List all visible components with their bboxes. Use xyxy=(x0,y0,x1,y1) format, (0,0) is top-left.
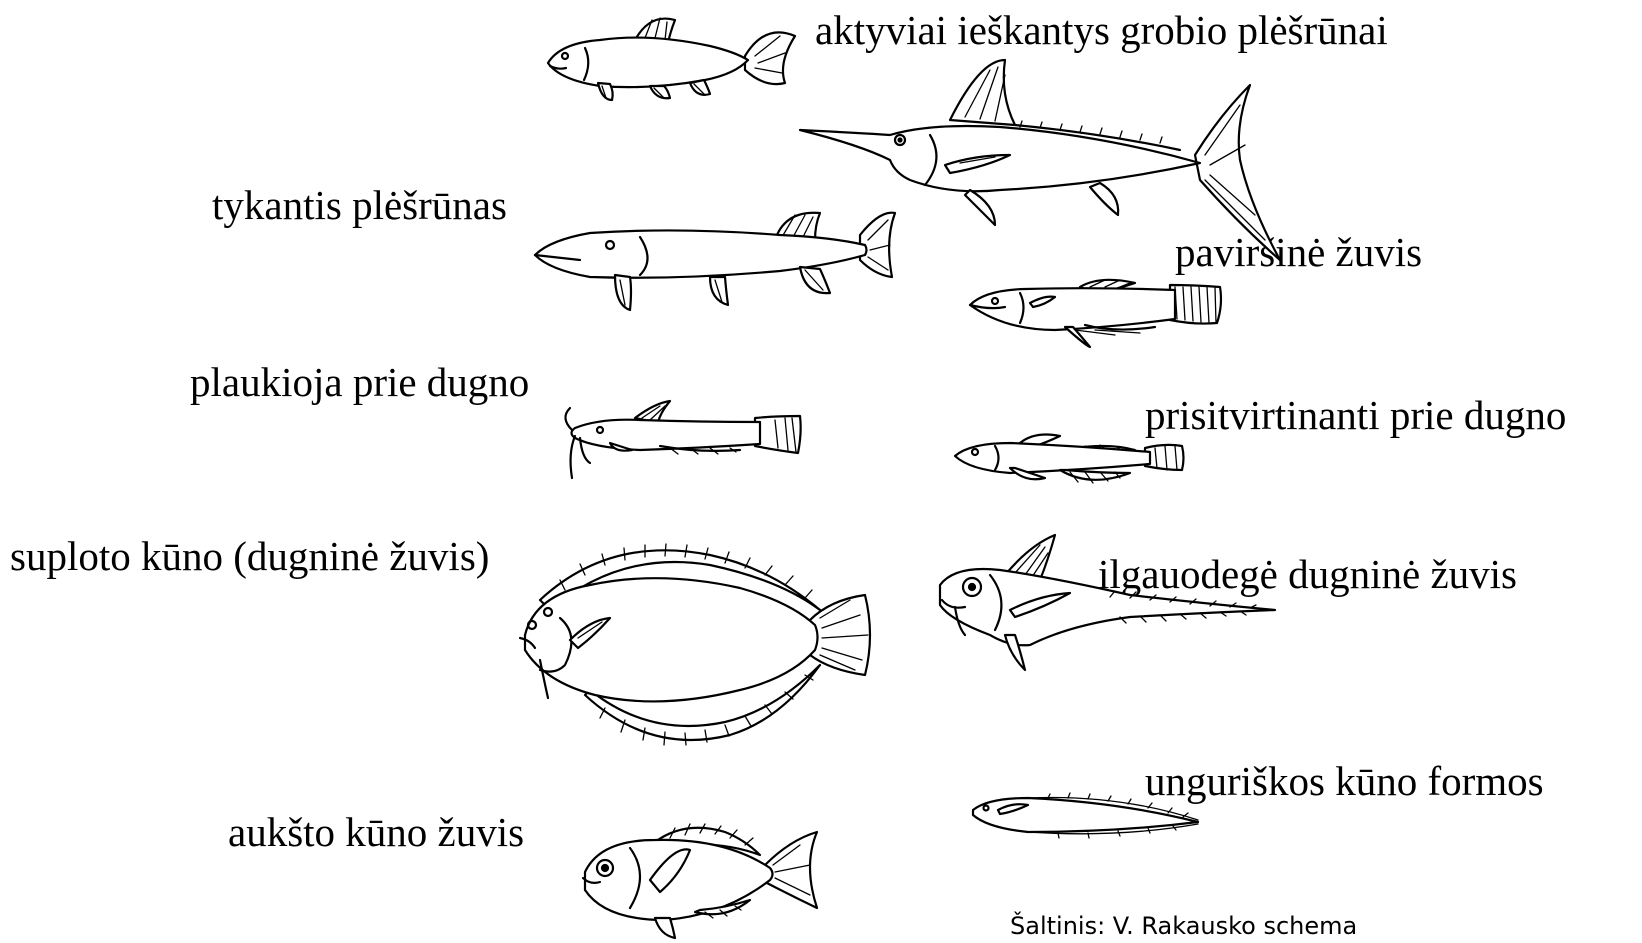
label-ambush-predator: tykantis plėšrūnas xyxy=(212,185,507,226)
label-active-predators: aktyviai ieškantys grobio plėšrūnai xyxy=(815,10,1388,51)
deep-body-fish-illustration xyxy=(575,820,820,940)
eel-fish-illustration xyxy=(968,790,1208,845)
grenadier-fish-illustration xyxy=(930,535,1280,675)
trout-fish-illustration xyxy=(540,8,800,108)
catfish-illustration xyxy=(560,398,805,493)
pike-fish-illustration xyxy=(530,205,900,315)
label-deep-body: aukšto kūno žuvis xyxy=(228,812,524,853)
flounder-fish-illustration xyxy=(510,540,885,755)
goby-fish-illustration xyxy=(950,428,1190,493)
surface-fish-illustration xyxy=(965,275,1225,350)
label-near-bottom: plaukioja prie dugno xyxy=(190,362,529,403)
label-attached-bottom: prisitvirtinanti prie dugno xyxy=(1145,395,1566,436)
source-note: Šaltinis: V. Rakausko schema xyxy=(1010,914,1357,938)
label-flattened-body: suploto kūno (dugninė žuvis) xyxy=(10,536,489,577)
